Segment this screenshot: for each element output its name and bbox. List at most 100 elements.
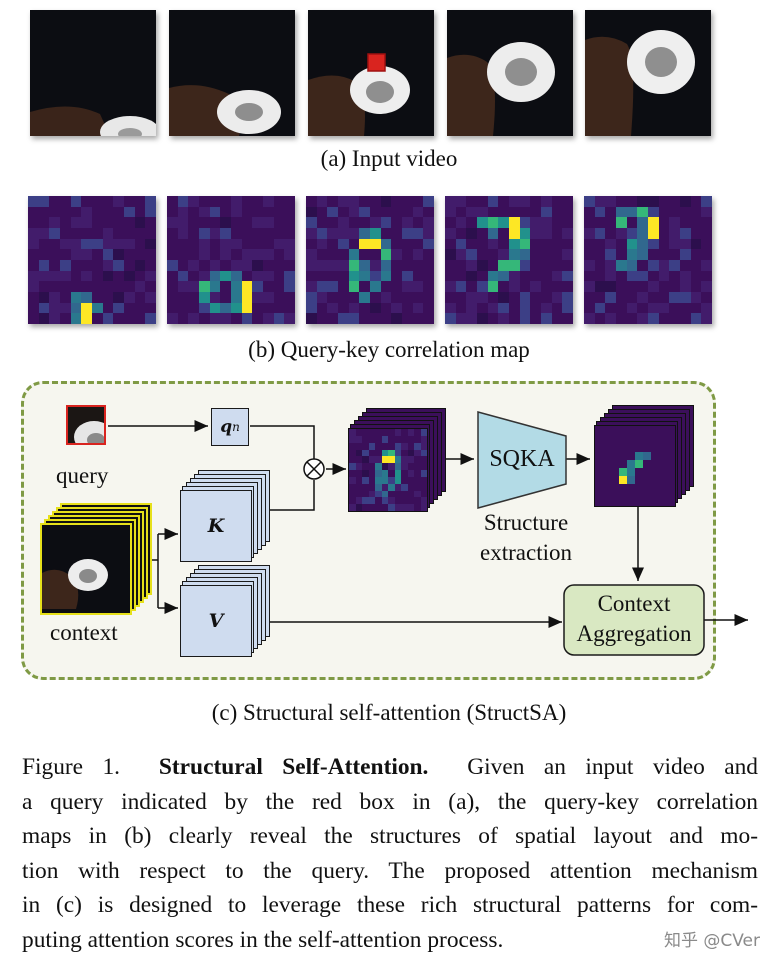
heatmap-cell — [306, 313, 317, 324]
heatmap-cell — [306, 196, 317, 207]
heatmap-cell — [145, 196, 156, 207]
heatmap-cell — [316, 260, 328, 271]
heatmap-cell — [407, 476, 414, 484]
heatmap-cell — [241, 270, 253, 282]
heatmap-cell — [177, 228, 189, 239]
structure-output-front-map — [594, 425, 676, 507]
heatmap-cell — [375, 476, 382, 484]
heatmap-cell — [70, 260, 82, 271]
heatmap-cell — [541, 196, 552, 207]
heatmap-cell — [199, 206, 210, 218]
panel-b-caption: (b) Query-key correlation map — [248, 337, 530, 362]
heatmap-cell — [102, 217, 114, 228]
heatmap-cell — [466, 249, 477, 260]
heatmap-cell — [252, 217, 263, 228]
heatmap-cell — [530, 196, 541, 207]
heatmap-cell — [562, 206, 573, 218]
heatmap-cell — [177, 270, 189, 282]
heatmap-cell — [445, 238, 456, 250]
video-frame-5 — [585, 10, 711, 136]
heatmap-cell — [327, 196, 338, 207]
heatmap-cell — [124, 238, 135, 250]
heatmap-cell — [466, 217, 477, 228]
heatmap-cell — [134, 281, 146, 292]
heatmap-cell — [70, 217, 82, 228]
heatmap-cell — [648, 292, 659, 303]
heatmap-cell — [509, 302, 520, 314]
heatmap-cell — [680, 238, 691, 250]
heatmap-cell — [231, 217, 242, 228]
heatmap-cell — [519, 196, 531, 207]
heatmap-cell — [177, 249, 189, 260]
heatmap-cell — [530, 228, 541, 239]
heatmap-cell — [394, 470, 401, 477]
heatmap-cell — [145, 238, 156, 250]
heatmap-cell — [70, 270, 82, 282]
heatmap-cell — [167, 313, 178, 324]
heatmap-cell — [231, 270, 242, 282]
heatmap-cell — [626, 302, 638, 314]
heatmap-cell — [338, 302, 349, 314]
heatmap-cell — [455, 206, 467, 218]
heatmap-cell — [134, 313, 146, 324]
heatmap-cell — [81, 302, 92, 314]
heatmap-cell — [284, 302, 295, 314]
heatmap-cell — [658, 206, 670, 218]
heatmap-cell — [38, 196, 50, 207]
heatmap-cell — [284, 313, 295, 324]
video-frame-3-image — [308, 10, 434, 136]
heatmap-cell — [477, 238, 488, 250]
heatmap-cell — [394, 442, 401, 450]
heatmap-cell — [134, 249, 146, 260]
heatmap-cell — [402, 196, 413, 207]
heatmap-cell — [102, 292, 114, 303]
correlation-front-map — [348, 428, 428, 512]
heatmap-cell — [594, 228, 606, 239]
heatmap-cell — [241, 260, 253, 271]
heatmap-cell — [349, 429, 356, 436]
heatmap-cell — [388, 476, 395, 484]
heatmap-cell — [445, 270, 456, 282]
heatmap-cell — [680, 206, 691, 218]
heatmap-cell — [487, 313, 499, 324]
heatmap-cell — [477, 206, 488, 218]
heatmap-cell — [423, 206, 434, 218]
heatmap-cell — [252, 260, 263, 271]
heatmap-cell — [316, 249, 328, 260]
heatmap-cell — [423, 302, 434, 314]
heatmap-cell — [669, 281, 680, 292]
heatmap-cell — [509, 292, 520, 303]
heatmap-cell — [414, 497, 421, 505]
heatmap-cell — [445, 217, 456, 228]
heatmap-cell — [658, 270, 670, 282]
heatmap-cell — [530, 313, 541, 324]
heatmap-cell — [414, 463, 421, 470]
heatmap-cell — [273, 196, 285, 207]
query-thumbnail — [66, 405, 106, 445]
heatmap-cell — [327, 302, 338, 314]
heatmap-cell — [370, 313, 381, 324]
heatmap-cell — [375, 470, 382, 477]
heatmap-cell — [306, 217, 317, 228]
heatmap-cell — [388, 490, 395, 498]
heatmap-cell — [368, 504, 375, 511]
heatmap-cell — [551, 313, 563, 324]
heatmap-cell — [102, 302, 114, 314]
heatmap-cell — [637, 270, 648, 282]
heatmap-cell — [477, 313, 488, 324]
heatmap-cell — [626, 313, 638, 324]
heatmap-cell — [605, 228, 616, 239]
heatmap-cell — [658, 302, 670, 314]
heatmap-cell — [338, 228, 349, 239]
heatmap-cell — [220, 238, 231, 250]
heatmap-cell — [209, 206, 221, 218]
heatmap-cell — [38, 206, 50, 218]
heatmap-cell — [209, 260, 221, 271]
heatmap-cell — [263, 302, 274, 314]
heatmap-cell — [368, 490, 375, 498]
heatmap-cell — [273, 249, 285, 260]
heatmap-cell — [530, 281, 541, 292]
heatmap-cell — [584, 228, 595, 239]
heatmap-cell — [690, 281, 702, 292]
